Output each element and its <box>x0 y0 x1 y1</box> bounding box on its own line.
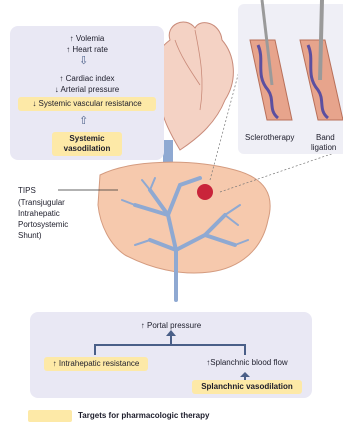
systemic-vasodilation-target: Systemic vasodilation <box>52 132 122 156</box>
tips-line-4: Shunt) <box>18 231 42 241</box>
varix-mark <box>197 184 213 200</box>
tips-line-1: (Transjugular <box>18 198 65 208</box>
endoscopic-therapy-inset <box>238 4 343 154</box>
target-line-1: Systemic <box>56 134 118 144</box>
legend-label: Targets for pharmacologic therapy <box>78 411 209 421</box>
splanchnic-flow-text: ↑Splanchnic blood flow <box>195 358 299 368</box>
intrahepatic-resistance-target: ↑ Intrahepatic resistance <box>44 357 148 371</box>
ligation-label: ligation <box>311 143 336 153</box>
portal-pressure-text: ↑ Portal pressure <box>30 321 312 331</box>
tips-label: TIPS <box>18 186 36 196</box>
down-arrow-icon: ⇩ <box>79 56 88 66</box>
cardiac-index-text: ↑ Cardiac index <box>10 74 164 84</box>
legend-swatch <box>28 410 72 422</box>
target-line-2: vasodilation <box>56 144 118 154</box>
up-arrow-icon: ⇧ <box>79 116 88 126</box>
arterial-pressure-text: ↓ Arterial pressure <box>10 85 164 95</box>
tips-line-3: Portosystemic <box>18 220 68 230</box>
tips-line-2: Intrahepatic <box>18 209 60 219</box>
splanchnic-vasodilation-target: Splanchnic vasodilation <box>192 380 302 394</box>
liver-illustration <box>98 162 270 273</box>
sclerotherapy-label: Sclerotherapy <box>245 133 294 143</box>
svr-highlight: ↓ Systemic vascular resistance <box>18 97 156 111</box>
heart-rate-text: ↑ Heart rate <box>10 45 164 55</box>
band-label: Band <box>316 133 335 143</box>
volemia-text: ↑ Volemia <box>10 34 164 44</box>
heart-illustration <box>153 22 234 150</box>
